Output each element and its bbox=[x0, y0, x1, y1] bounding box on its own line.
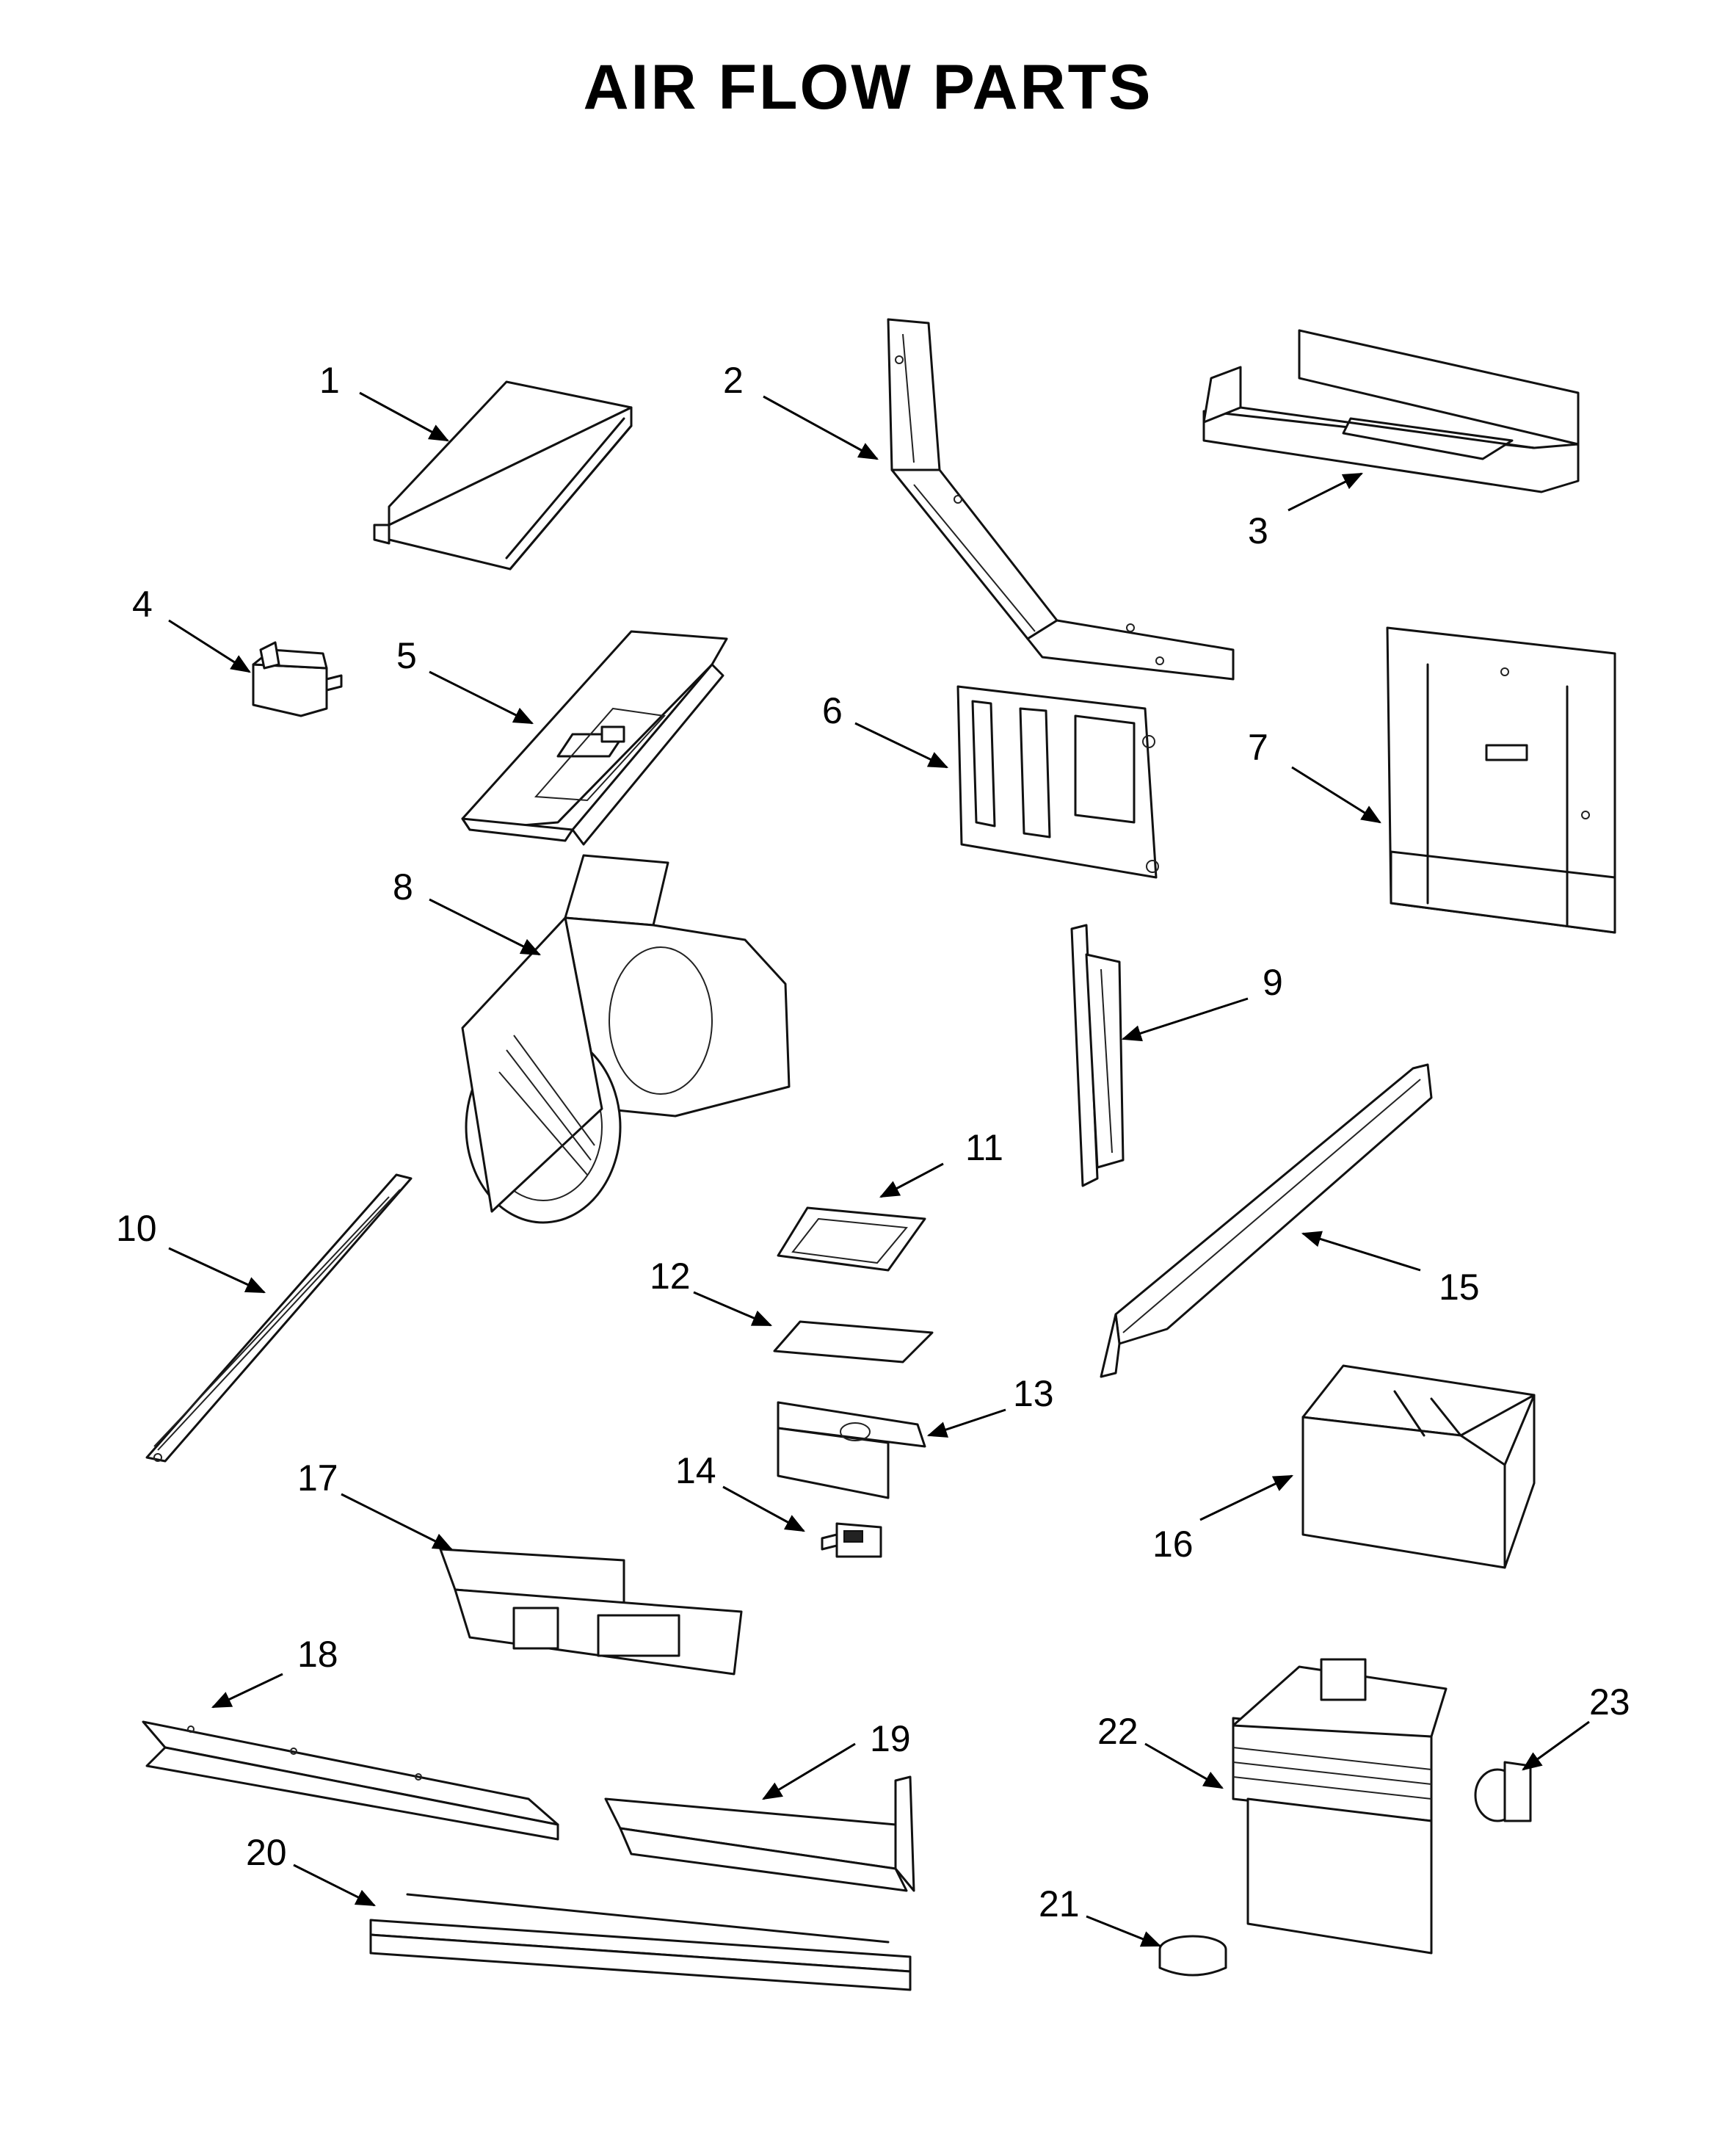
part-21-cap bbox=[1158, 1935, 1227, 1977]
callout-4: 4 bbox=[132, 584, 153, 625]
page-title: AIR FLOW PARTS bbox=[583, 52, 1153, 123]
part-3-tray bbox=[1202, 329, 1580, 493]
part-16-box-housing bbox=[1301, 1364, 1536, 1569]
part-5-damper-plate bbox=[461, 630, 728, 846]
callout-15: 15 bbox=[1439, 1267, 1480, 1308]
callout-7: 7 bbox=[1248, 727, 1268, 768]
callout-11: 11 bbox=[965, 1127, 1003, 1168]
callout-9: 9 bbox=[1263, 962, 1283, 1003]
callout-10: 10 bbox=[116, 1208, 157, 1249]
callout-13: 13 bbox=[1013, 1373, 1054, 1414]
part-9-vertical-bracket bbox=[1070, 924, 1125, 1187]
part-8-blower bbox=[461, 854, 791, 1224]
part-11-frame bbox=[777, 1206, 926, 1272]
part-20-long-strip bbox=[369, 1893, 912, 1991]
part-13-bracket-box bbox=[777, 1401, 926, 1499]
callout-6: 6 bbox=[822, 690, 843, 731]
callout-1: 1 bbox=[319, 360, 340, 401]
part-22-magnetron bbox=[1232, 1658, 1448, 1955]
callout-3: 3 bbox=[1248, 510, 1268, 551]
part-17-bracket-assembly bbox=[439, 1548, 743, 1676]
callout-23: 23 bbox=[1589, 1681, 1630, 1723]
callout-17: 17 bbox=[297, 1457, 338, 1499]
part-7-back-panel bbox=[1386, 626, 1616, 934]
part-4-switch bbox=[252, 641, 343, 717]
callout-21: 21 bbox=[1039, 1883, 1080, 1924]
callout-20: 20 bbox=[246, 1832, 287, 1873]
part-14-switch bbox=[821, 1522, 882, 1558]
callout-16: 16 bbox=[1152, 1524, 1194, 1565]
callout-5: 5 bbox=[396, 635, 417, 676]
callout-2: 2 bbox=[723, 360, 744, 401]
callout-22: 22 bbox=[1097, 1711, 1138, 1752]
part-19-angle-bracket bbox=[604, 1775, 915, 1892]
callout-12: 12 bbox=[650, 1256, 691, 1297]
part-15-rail bbox=[1100, 1063, 1433, 1378]
callout-19: 19 bbox=[870, 1718, 911, 1759]
callout-8: 8 bbox=[393, 866, 413, 908]
part-6-panel bbox=[956, 685, 1159, 879]
part-1-duct-cover bbox=[373, 380, 633, 571]
callout-14: 14 bbox=[675, 1450, 716, 1491]
callout-18: 18 bbox=[297, 1634, 338, 1675]
part-12-sheet bbox=[773, 1320, 934, 1363]
part-23-thermostat bbox=[1474, 1761, 1532, 1822]
part-2-bent-bracket bbox=[887, 318, 1235, 681]
part-10-long-rail bbox=[145, 1173, 413, 1463]
part-18-long-angle bbox=[142, 1720, 559, 1841]
